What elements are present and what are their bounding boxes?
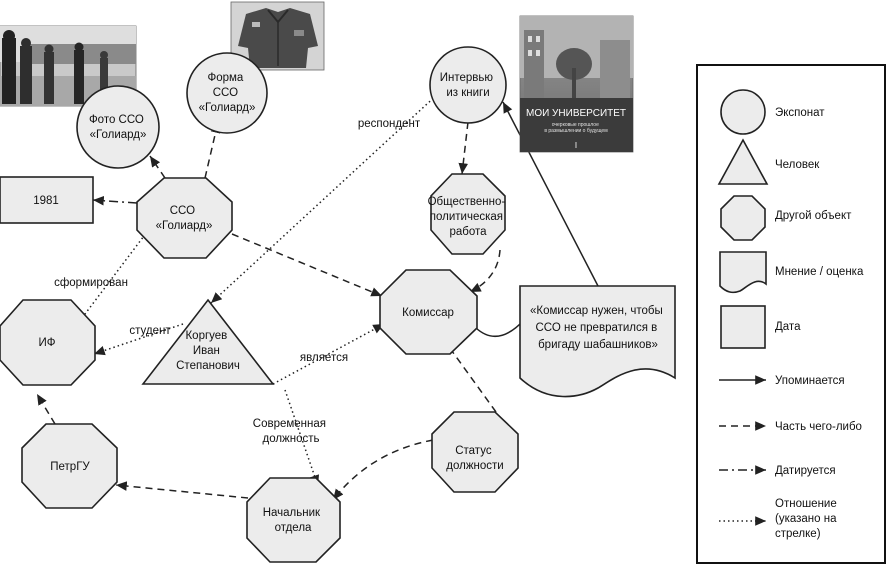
legend-entry-solid: Упоминается xyxy=(719,375,845,387)
edge-sso-to-foto xyxy=(149,155,166,179)
node-obshch-rabota-label: Общественно- политическая работа xyxy=(428,196,509,238)
edge-sso-to-forma xyxy=(204,121,221,179)
legend-circle-label: Экспонат xyxy=(775,107,825,119)
node-komissar[interactable]: Комиссар xyxy=(379,269,478,355)
legend-entry-dotted: Отношение (указано на стрелке) xyxy=(719,498,840,540)
edge-korguev-sovremennaya-nachalnik xyxy=(284,389,320,487)
book-cover-photo: МОИ УНИВЕРСИТЕТ очерковые прошлое в разм… xyxy=(519,15,634,153)
legend-entry-wave: Мнение / оценка xyxy=(719,251,864,294)
node-status-label: Статус должности xyxy=(446,445,503,472)
edge-if-sformirovan-sso xyxy=(81,227,151,319)
legend-entry-triangle: Человек xyxy=(717,138,820,185)
book-title: МОИ УНИВЕРСИТЕТ xyxy=(526,108,626,119)
edge-status-to-nachalnik xyxy=(332,439,434,501)
node-1981-label: 1981 xyxy=(33,195,59,207)
legend: Экспонат Человек Другой объект Мнение / … xyxy=(696,64,886,564)
photo-sso-group xyxy=(0,25,137,107)
edge-opinion-to-interview xyxy=(502,101,599,287)
node-forma-sso-label: Форма ССО «Голиард» xyxy=(199,72,256,114)
node-opinion-quote[interactable]: «Комиссар нужен, чтобы ССО не превратилс… xyxy=(519,285,676,398)
edge-opinion-to-komissar xyxy=(475,319,525,337)
node-sso-goliard-label: ССО «Голиард» xyxy=(156,205,213,232)
node-nachalnik[interactable]: Начальник отдела xyxy=(246,477,341,563)
node-1981[interactable]: 1981 xyxy=(0,176,94,224)
legend-dashed-label: Часть чего-либо xyxy=(775,421,862,433)
book-subtitle: очерковые прошлое в размышлении о будуще… xyxy=(544,122,608,134)
edge-petrgu-to-if xyxy=(36,393,56,425)
legend-dotted-label: Отношение (указано на стрелке) xyxy=(775,498,840,540)
node-opinion-label: «Комиссар нужен, чтобы ССО не превратилс… xyxy=(530,305,666,351)
node-korguev[interactable]: Коргуев Иван Степанович xyxy=(141,298,275,385)
node-petrgu-label: ПетрГУ xyxy=(50,461,90,473)
node-foto-sso[interactable]: Фото ССО «Голиард» xyxy=(76,85,160,169)
edge-korguev-yavlyaetsya-komissar xyxy=(272,323,385,385)
edge-labels: респондент сформирован студент является … xyxy=(54,118,421,445)
legend-solid-label: Упоминается xyxy=(775,375,845,387)
legend-square-icon xyxy=(720,305,766,349)
edge-sso-to-1981 xyxy=(92,195,138,206)
node-forma-sso[interactable]: Форма ССО «Голиард» xyxy=(186,52,268,134)
edge-interview-to-obshch xyxy=(458,121,469,175)
legend-entry-dashdot: Датируется xyxy=(719,465,836,477)
legend-octagon-icon xyxy=(720,195,766,241)
nodes: Фото ССО «Голиард» Форма ССО «Голиард» И… xyxy=(0,46,676,563)
edge-label-sovremennaya: Современная должность xyxy=(253,418,329,445)
node-if-label: ИФ xyxy=(38,337,55,349)
legend-triangle-icon xyxy=(717,138,769,185)
legend-entry-dashed: Часть чего-либо xyxy=(719,421,862,433)
edge-label-student: студент xyxy=(129,325,171,337)
node-obshch-rabota[interactable]: Общественно- политическая работа xyxy=(428,173,509,255)
edge-nachalnik-to-petrgu xyxy=(115,481,249,499)
node-nachalnik-label: Начальник отдела xyxy=(263,507,324,534)
legend-entry-octagon: Другой объект xyxy=(720,195,852,241)
node-korguev-label: Коргуев Иван Степанович xyxy=(176,330,240,372)
node-petrgu[interactable]: ПетрГУ xyxy=(21,423,118,509)
legend-document-wave-icon xyxy=(719,251,767,294)
node-if[interactable]: ИФ xyxy=(0,299,96,386)
legend-wave-label: Мнение / оценка xyxy=(775,266,864,278)
legend-entry-square: Дата xyxy=(720,305,801,349)
node-sso-goliard[interactable]: ССО «Голиард» xyxy=(136,177,233,259)
legend-entry-circle: Экспонат xyxy=(720,89,825,135)
edge-sso-to-komissar xyxy=(231,233,383,297)
legend-circle-icon xyxy=(720,89,766,135)
legend-dashdot-label: Датируется xyxy=(775,465,836,477)
legend-square-label: Дата xyxy=(775,321,801,333)
node-komissar-label: Комиссар xyxy=(402,307,454,319)
edges xyxy=(36,91,599,501)
edge-obshch-to-komissar xyxy=(469,249,501,293)
edge-label-sformirovan: сформирован xyxy=(54,277,128,289)
edge-label-yavlyaetsya: является xyxy=(300,352,348,364)
node-status[interactable]: Статус должности xyxy=(431,411,519,493)
edge-label-respondent: респондент xyxy=(358,118,421,130)
node-interview-label: Интервью из книги xyxy=(440,72,496,99)
legend-octagon-label: Другой объект xyxy=(775,210,852,222)
node-interview[interactable]: Интервью из книги xyxy=(429,46,507,124)
node-foto-sso-label: Фото ССО «Голиард» xyxy=(89,114,147,141)
book-volume: I xyxy=(575,141,577,150)
legend-triangle-label: Человек xyxy=(775,159,820,171)
